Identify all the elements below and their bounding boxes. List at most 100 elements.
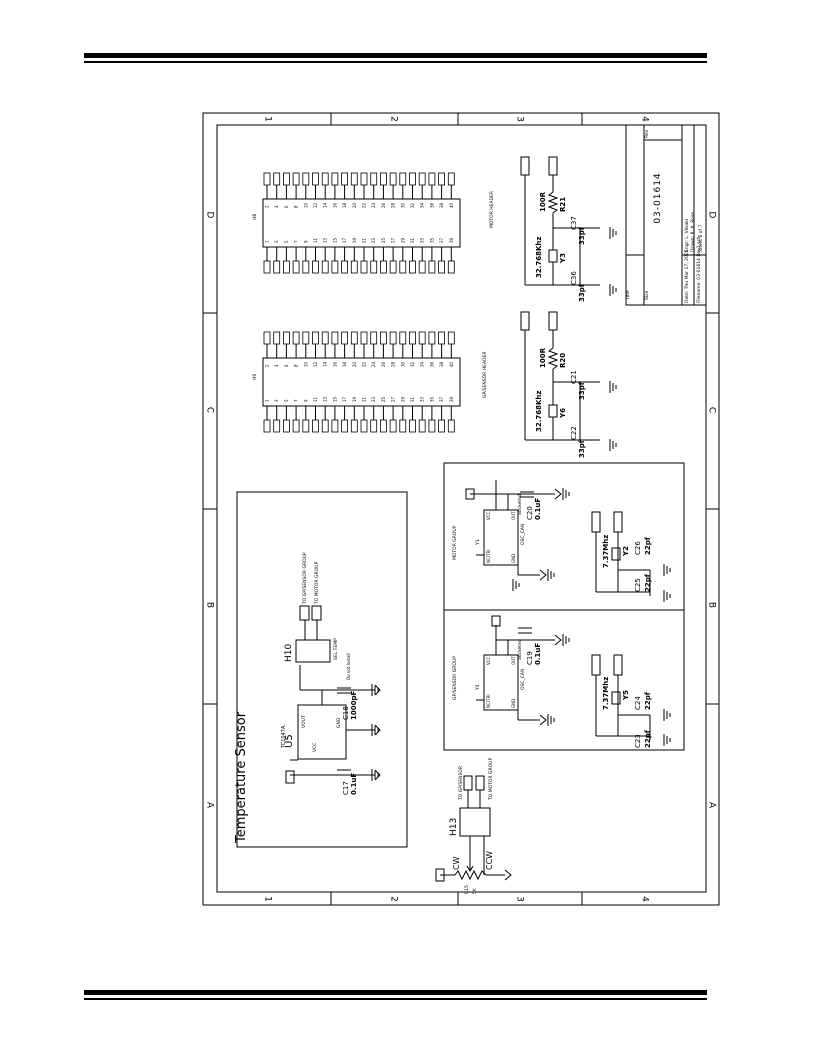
header-pin-stub: [321, 331, 329, 345]
header-pin-label: 14: [323, 361, 328, 367]
header-pin-stub: [399, 331, 407, 345]
header-pin-stub: [370, 419, 378, 433]
y1-pin-nctri: NC/TRI: [486, 549, 491, 563]
header-pin-label: 25: [381, 396, 386, 402]
header-pin-label: 26: [381, 361, 386, 367]
col-label-bottom-3: 3: [515, 896, 525, 902]
header-pin-label: 32: [410, 202, 415, 208]
header-pin-label: 23: [371, 237, 376, 243]
c17-val: 0.1uF: [350, 773, 358, 795]
y6-crystal-circuit: [524, 330, 600, 441]
header-pin-label: 38: [439, 202, 444, 208]
header-pin-label: 24: [371, 202, 376, 208]
col-label-bottom-1: 1: [263, 896, 273, 902]
c36-ref: C36: [570, 271, 578, 285]
header-pin-stub: [312, 419, 319, 433]
header-body: [262, 357, 461, 407]
header-pin-label: 19: [352, 396, 357, 402]
header-pin-label: 35: [429, 237, 434, 243]
header-pin-stub: [331, 331, 339, 345]
header-pin-label: 13: [323, 396, 328, 402]
h10-ref: H10: [284, 644, 294, 662]
ground-symbol: [547, 714, 555, 726]
header-pin-stub: [331, 172, 339, 186]
header-pin-stub: [341, 260, 349, 274]
top-rule-thick: [84, 53, 707, 58]
row-label-left-a: A: [205, 802, 215, 809]
h9-ref: H9: [252, 374, 258, 380]
row-label-left-c: C: [205, 407, 215, 413]
c19-val: 0.1uF: [534, 643, 542, 665]
h10-to-gp-sensor: TO GP/SENSOR GROUP: [302, 552, 308, 605]
ground-symbol: [512, 579, 520, 591]
header-pin-label: 11: [313, 237, 318, 243]
header-pin-label: 2: [265, 205, 270, 208]
header-pin-stub: [292, 260, 300, 274]
header-pin-label: 7: [294, 399, 299, 402]
u5-pin-vout: VOUT: [301, 715, 307, 728]
row-label-left-d: D: [205, 212, 215, 219]
header-pin-stub: [360, 172, 368, 186]
col-label-top-4: 4: [640, 116, 650, 122]
r15-cw: CW: [452, 856, 461, 870]
h13-connector: [459, 775, 491, 875]
header-pin-stub: [312, 172, 319, 186]
y6-ref: Y6: [559, 408, 567, 419]
header-pin-stub: [350, 260, 358, 274]
header-pin-label: 31: [410, 237, 415, 243]
header-pin-stub: [370, 172, 378, 186]
header-pin-label: 12: [313, 361, 318, 367]
header-pin-stub: [292, 331, 300, 345]
y2-port-a: [591, 511, 601, 533]
header-pin-stub: [438, 331, 446, 345]
header-pin-label: 20: [352, 202, 357, 208]
header-pin-label: 40: [449, 202, 454, 208]
header-pin-label: 34: [420, 361, 425, 367]
c18-val: 1000pF: [350, 691, 358, 720]
r15-ccw: CCW: [485, 851, 494, 870]
row-label-right-a: A: [707, 802, 717, 809]
header-pin-stub: [418, 419, 426, 433]
u5-ref: U5: [284, 734, 295, 748]
y4-pin-gnd: GND: [511, 699, 516, 708]
header-pin-stub: [282, 331, 290, 345]
header-pin-label: 36: [429, 202, 434, 208]
header-pin-stub: [341, 331, 349, 345]
header-pin-label: 32: [410, 361, 415, 367]
header-pin-stub: [350, 172, 358, 186]
header-pin-label: 25: [381, 237, 386, 243]
header-pin-label: 31: [410, 396, 415, 402]
header-pin-label: 28: [391, 202, 396, 208]
h8-ref: H8: [252, 214, 258, 220]
header-pin-label: 16: [332, 361, 337, 367]
header-pin-stub: [409, 172, 416, 186]
u5-vcc-port: [285, 770, 295, 784]
r15-val: 5K: [472, 887, 478, 894]
header-pin-stub: [379, 331, 387, 345]
c17-ref: C17: [342, 781, 350, 795]
header-pin-stub: [282, 419, 290, 433]
motor-group-label: MOTOR GROUP: [452, 525, 458, 560]
h8-label: MOTOR HEADER: [489, 191, 495, 228]
r21-val: 100R: [539, 191, 547, 212]
header-pin-label: 28: [391, 361, 396, 367]
header-pin-stub: [409, 419, 416, 433]
r15-cw-port: [435, 868, 445, 882]
c37-ref: C37: [570, 216, 578, 230]
ground-symbol: [371, 769, 379, 781]
y3-crystal-circuit: [524, 175, 600, 286]
header-pin-label: 21: [362, 396, 367, 402]
header-pin-stub: [292, 172, 300, 186]
header-pin-stub: [418, 260, 426, 274]
y6-port-a: [520, 311, 530, 331]
file-line: Filename: 03-01614 Rev1.sch: [696, 236, 702, 303]
header-pin-label: 17: [342, 396, 347, 402]
header-pin-stub: [409, 331, 416, 345]
header-pin-stub: [379, 260, 387, 274]
y4-pin-out: OUT: [511, 656, 516, 665]
y4-oscillator: [476, 625, 562, 726]
header-pin-label: 22: [362, 361, 367, 367]
row-label-right-b: B: [707, 602, 717, 608]
